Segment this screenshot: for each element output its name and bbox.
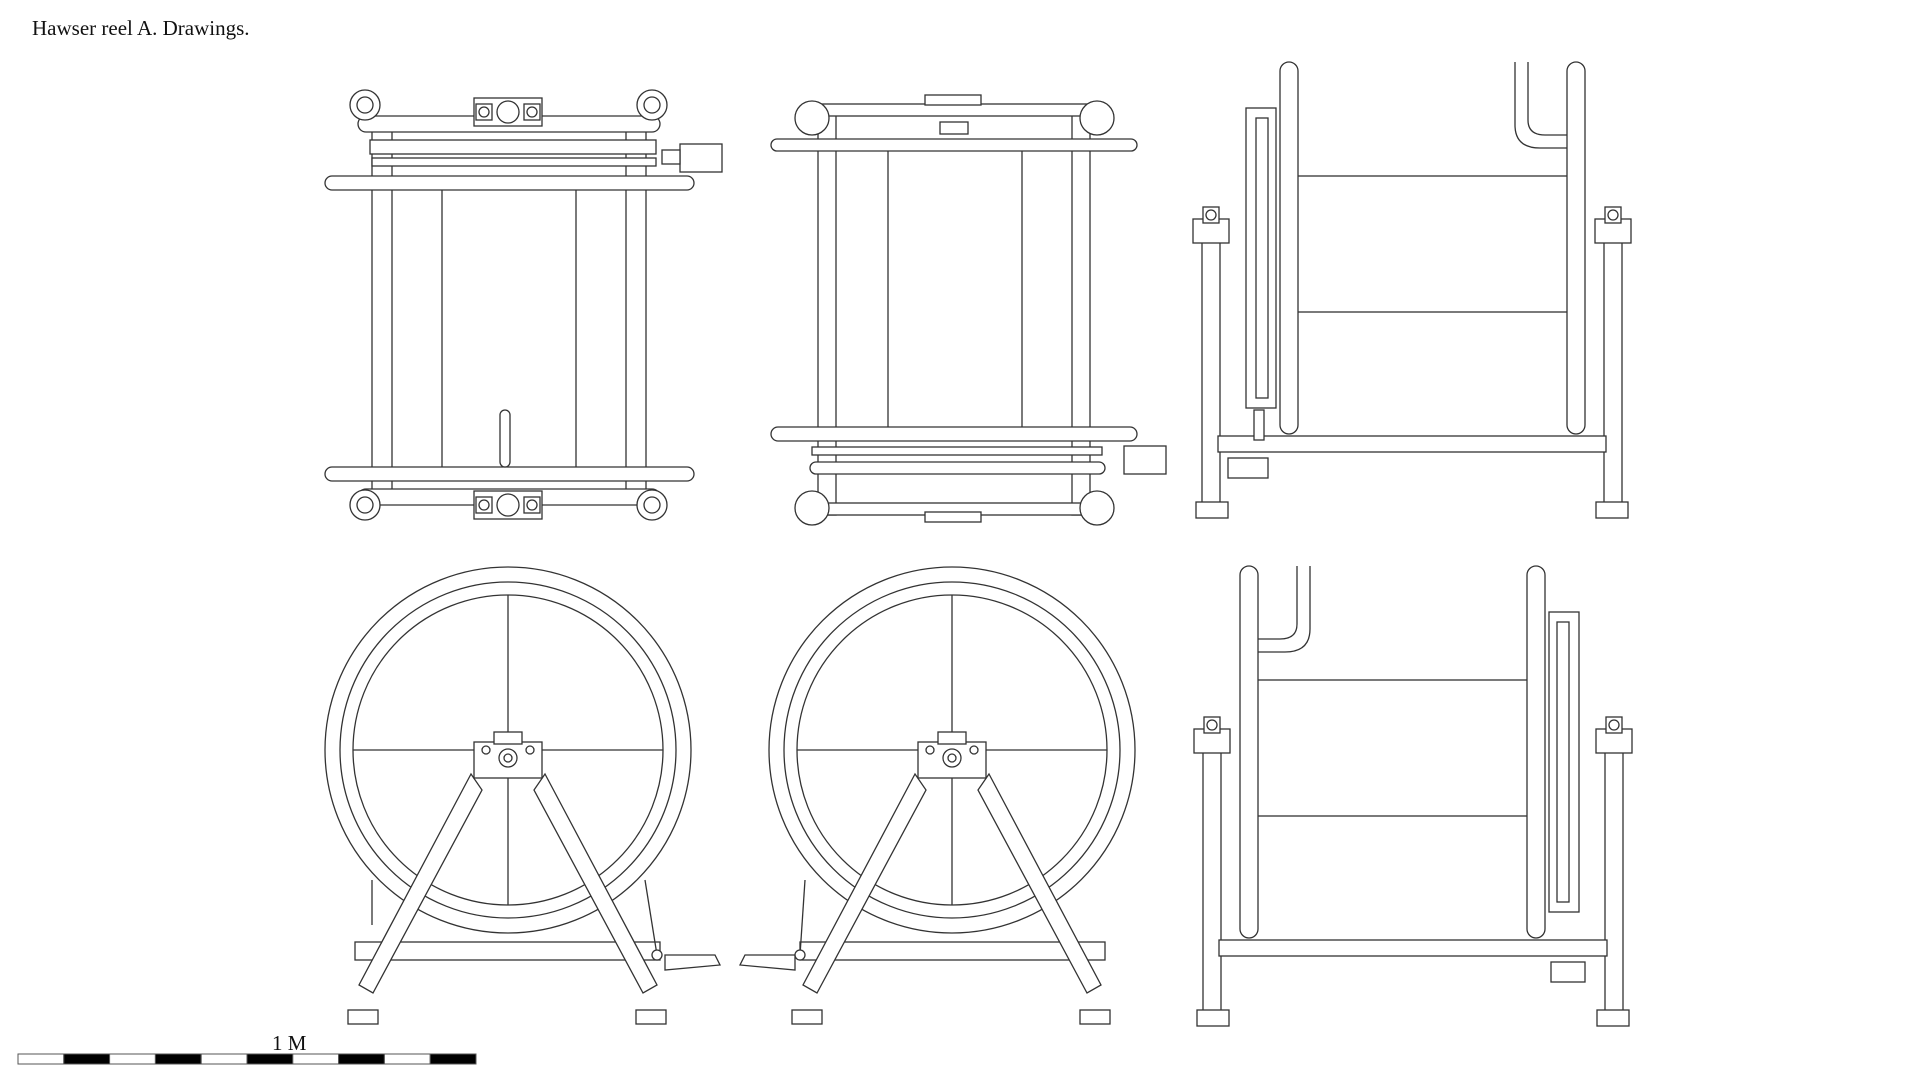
- scale-segment: [429, 1053, 477, 1065]
- scale-segment: [154, 1053, 202, 1065]
- scale-segment: [200, 1053, 248, 1065]
- scale-segment: [63, 1053, 111, 1065]
- side-view-b: [1193, 565, 1633, 1027]
- scale-segment: [246, 1053, 294, 1065]
- top-view-b: [770, 94, 1167, 526]
- drawing-title: Hawser reel A. Drawings.: [32, 16, 250, 40]
- top-view-a: [324, 89, 723, 521]
- scale-bar: [17, 1053, 477, 1065]
- scale-segment: [109, 1053, 156, 1065]
- scale-segment: [338, 1053, 385, 1065]
- front-view-a: [324, 566, 722, 1025]
- scale-segment: [383, 1053, 431, 1065]
- scale-segment: [292, 1053, 340, 1065]
- scale-label: 1 M: [272, 1031, 307, 1055]
- front-view-b: [738, 566, 1136, 1025]
- side-view-a: [1192, 61, 1632, 519]
- scale-segment: [17, 1053, 65, 1065]
